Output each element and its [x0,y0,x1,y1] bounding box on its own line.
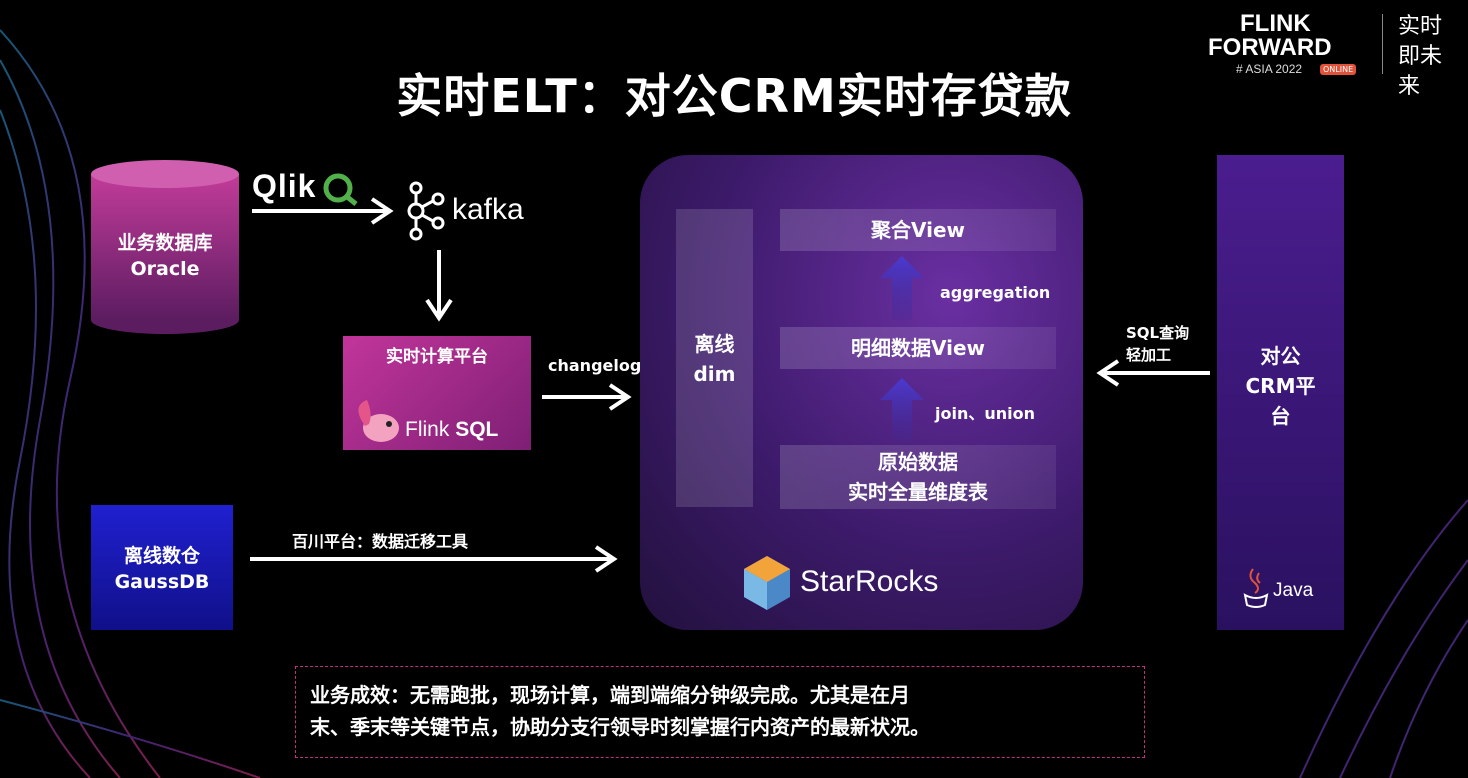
kafka-icon [407,181,445,241]
crm-label-1: 对公 [1260,344,1301,368]
flink-sql-text: SQL [455,418,499,441]
note-line-1: 业务成效：无需跑批，现场计算，端到端缩分钟级完成。尤其是在月 [310,683,910,707]
offline-dim-column: 离线 dim [676,209,753,507]
brand-line-2: FORWARD [1208,34,1332,61]
flink-forward-logo: FLINK FORWARD # ASIA 2022 ONLINE [1208,8,1368,78]
sql-query-label: SQL查询 轻加工 [1126,322,1189,366]
crm-platform: 对公 CRM平 台 Java [1217,155,1344,630]
qlik-q-icon [323,173,358,206]
arrow-qlik-to-kafka [252,197,394,225]
java-cup-icon [1243,568,1269,608]
brand-line-1: FLINK [1240,10,1311,37]
aggregate-view-layer: 聚合View [780,209,1056,251]
up-arrow-aggregation [880,256,924,320]
sql-query-line-2: 轻加工 [1126,346,1172,364]
flink-logo-text: Flink [405,418,450,441]
starrocks-panel [640,155,1083,630]
arrow-gauss-to-starrocks [250,545,618,573]
brand-slogan: 实时即未来 [1398,14,1443,99]
realtime-compute-platform: 实时计算平台 Flink SQL [343,336,531,450]
changelog-label: changelog [548,356,642,375]
up-arrow-join [880,378,924,440]
qlik-logo: Qlik [252,168,317,204]
arrow-flink-to-starrocks [542,383,632,411]
raw-data-label-1: 原始数据 [878,450,958,474]
gaussdb-warehouse: 离线数仓 GaussDB [91,505,233,630]
gauss-label-1: 离线数仓 [123,545,200,567]
starrocks-logo-text: StarRocks [800,565,939,598]
gauss-label-2: GaussDB [114,571,210,593]
online-badge: ONLINE [1320,64,1357,75]
kafka-label: kafka [452,193,524,226]
dim-label-1: 离线 [694,332,735,356]
java-logo-text: Java [1273,580,1314,601]
brand-event: # ASIA 2022 [1236,62,1303,76]
crm-label-2: CRM平 [1245,374,1316,398]
raw-data-layer: 原始数据 实时全量维度表 [780,445,1056,509]
oracle-database: 业务数据库 Oracle [91,160,239,335]
starrocks-icon [744,556,790,610]
dim-label-2: dim [693,362,736,386]
page-title: 实时ELT：对公CRM实时存贷款 [396,69,1072,123]
raw-data-label-2: 实时全量维度表 [848,480,988,504]
oracle-label-2: Oracle [130,258,200,280]
flink-squirrel-icon [358,400,399,442]
brand-separator [1382,14,1383,74]
sql-query-line-1: SQL查询 [1126,324,1190,342]
note-line-2: 末、季末等关键节点，协助分支行领导时刻掌握行内资产的最新状况。 [310,715,930,739]
oracle-label-1: 业务数据库 [117,232,213,254]
arrow-crm-to-starrocks [1096,359,1210,387]
crm-label-3: 台 [1270,404,1291,428]
flink-platform-title: 实时计算平台 [386,347,488,367]
baichuan-label: 百川平台：数据迁移工具 [292,532,469,551]
join-union-label: join、union [935,404,1036,423]
business-result-note: 业务成效：无需跑批，现场计算，端到端缩分钟级完成。尤其是在月 末、季末等关键节点… [295,666,1145,758]
detail-view-layer: 明细数据View [780,327,1056,369]
arrow-kafka-to-flink [425,250,453,322]
aggregation-label: aggregation [940,283,1051,302]
